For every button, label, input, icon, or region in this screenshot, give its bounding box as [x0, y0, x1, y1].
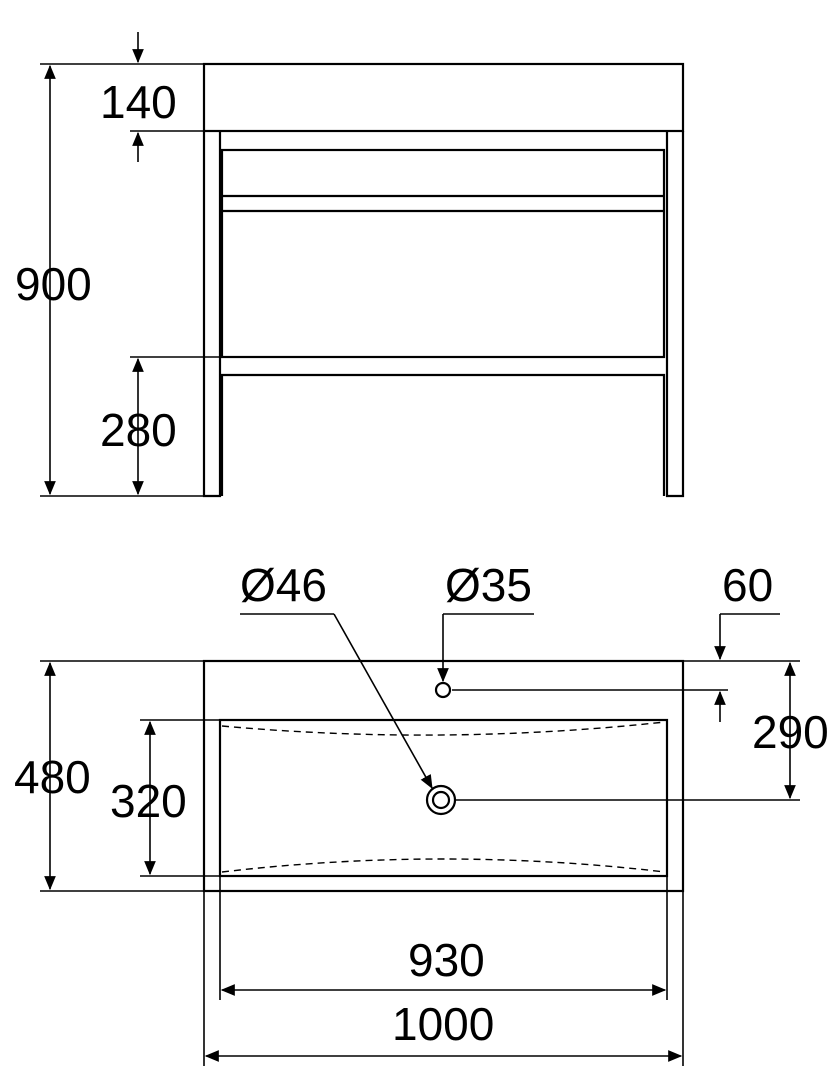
dim-1000-label: 1000	[392, 998, 494, 1050]
lower-drawer	[220, 373, 666, 496]
drain-inner	[431, 790, 451, 810]
tap-hole	[434, 681, 452, 699]
upper-drawer	[220, 148, 666, 359]
top-view: Ø46 Ø35 60 290 480 320 930	[14, 559, 829, 1066]
countertop-outline	[202, 659, 685, 893]
dim-480-label: 480	[14, 751, 91, 803]
dim-290-label: 290	[752, 706, 829, 758]
basin-outline	[218, 718, 669, 878]
basin-curve-bottom	[221, 858, 666, 873]
dim-320-label: 320	[110, 775, 187, 827]
dim-900-label: 900	[15, 258, 92, 310]
basin-curve-top	[221, 721, 666, 736]
drain-outer	[425, 784, 457, 816]
dim-d46-label: Ø46	[240, 559, 327, 611]
dim-140-label: 140	[100, 76, 177, 128]
cabinet-frame	[202, 131, 685, 498]
dim-d46-leader	[333, 613, 433, 790]
dim-930-label: 930	[408, 934, 485, 986]
dim-60-label: 60	[722, 559, 773, 611]
dim-280-label: 280	[100, 404, 177, 456]
dim-d35-label: Ø35	[445, 559, 532, 611]
front-view: 900 140 280	[15, 32, 685, 498]
cabinet-top-panel	[202, 62, 685, 133]
